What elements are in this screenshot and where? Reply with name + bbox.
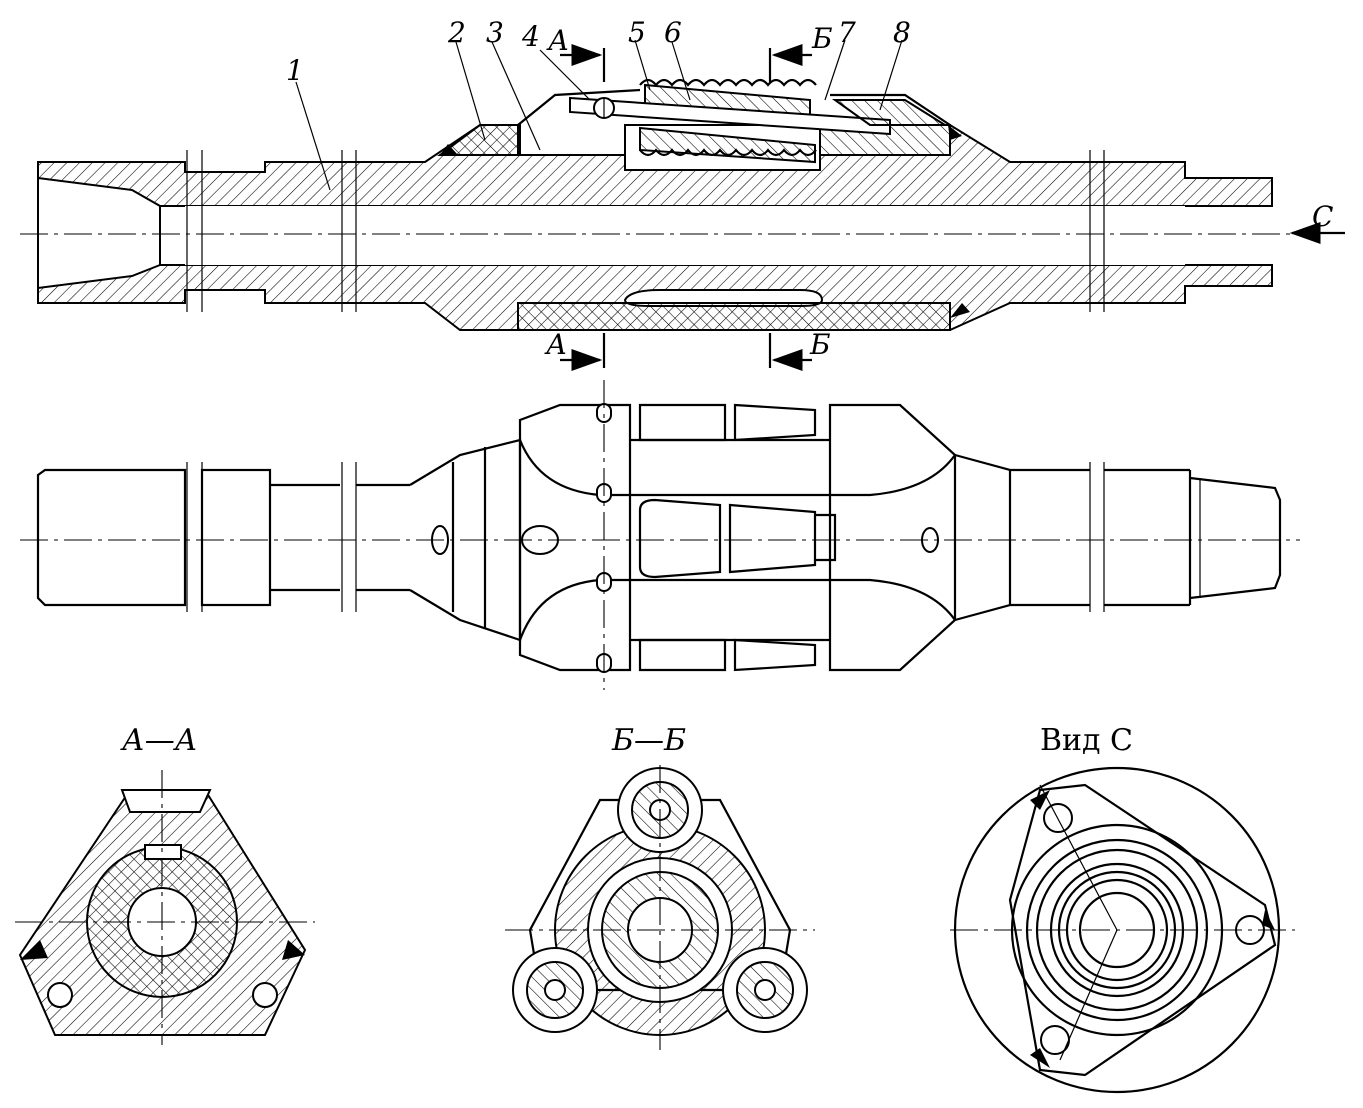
part-label-6: 6 bbox=[664, 16, 682, 49]
roller-section-right bbox=[722, 947, 808, 1033]
part-label-7: 7 bbox=[838, 16, 856, 49]
roller-section-left bbox=[512, 947, 598, 1033]
part-label-4: 4 bbox=[521, 20, 540, 53]
longitudinal-section: С А Б А Б 1 2 3 4 5 6 7 8 bbox=[20, 16, 1345, 371]
box-socket bbox=[37, 176, 161, 290]
roller-exterior-top bbox=[638, 403, 817, 442]
section-b-bottom-mark: Б bbox=[809, 328, 831, 361]
section-b-title: Б—Б bbox=[611, 723, 686, 758]
section-b-b: Б—Б bbox=[505, 723, 815, 1050]
roller-exterior-middle bbox=[638, 498, 837, 579]
view-c-title: Вид С bbox=[1040, 723, 1133, 758]
section-b-top-mark: Б bbox=[811, 22, 833, 55]
part-label-1: 1 bbox=[286, 54, 304, 87]
leaders bbox=[295, 39, 903, 191]
part-label-3: 3 bbox=[486, 16, 504, 49]
section-a-bottom-mark: А bbox=[544, 328, 567, 361]
view-c: Вид С bbox=[950, 723, 1295, 1094]
section-a-a: А—А bbox=[15, 723, 315, 1045]
section-a-top-mark: А bbox=[546, 24, 569, 57]
view-c-arrow-label: С bbox=[1312, 200, 1333, 233]
part-label-5: 5 bbox=[628, 16, 646, 49]
break-lines bbox=[186, 150, 1105, 312]
roller-exterior-bottom bbox=[638, 638, 817, 672]
part-label-2: 2 bbox=[447, 16, 466, 49]
exterior-view bbox=[20, 380, 1300, 690]
section-a-title: А—А bbox=[120, 723, 197, 758]
part-label-8: 8 bbox=[893, 16, 911, 49]
roller-top-profile bbox=[639, 78, 817, 87]
